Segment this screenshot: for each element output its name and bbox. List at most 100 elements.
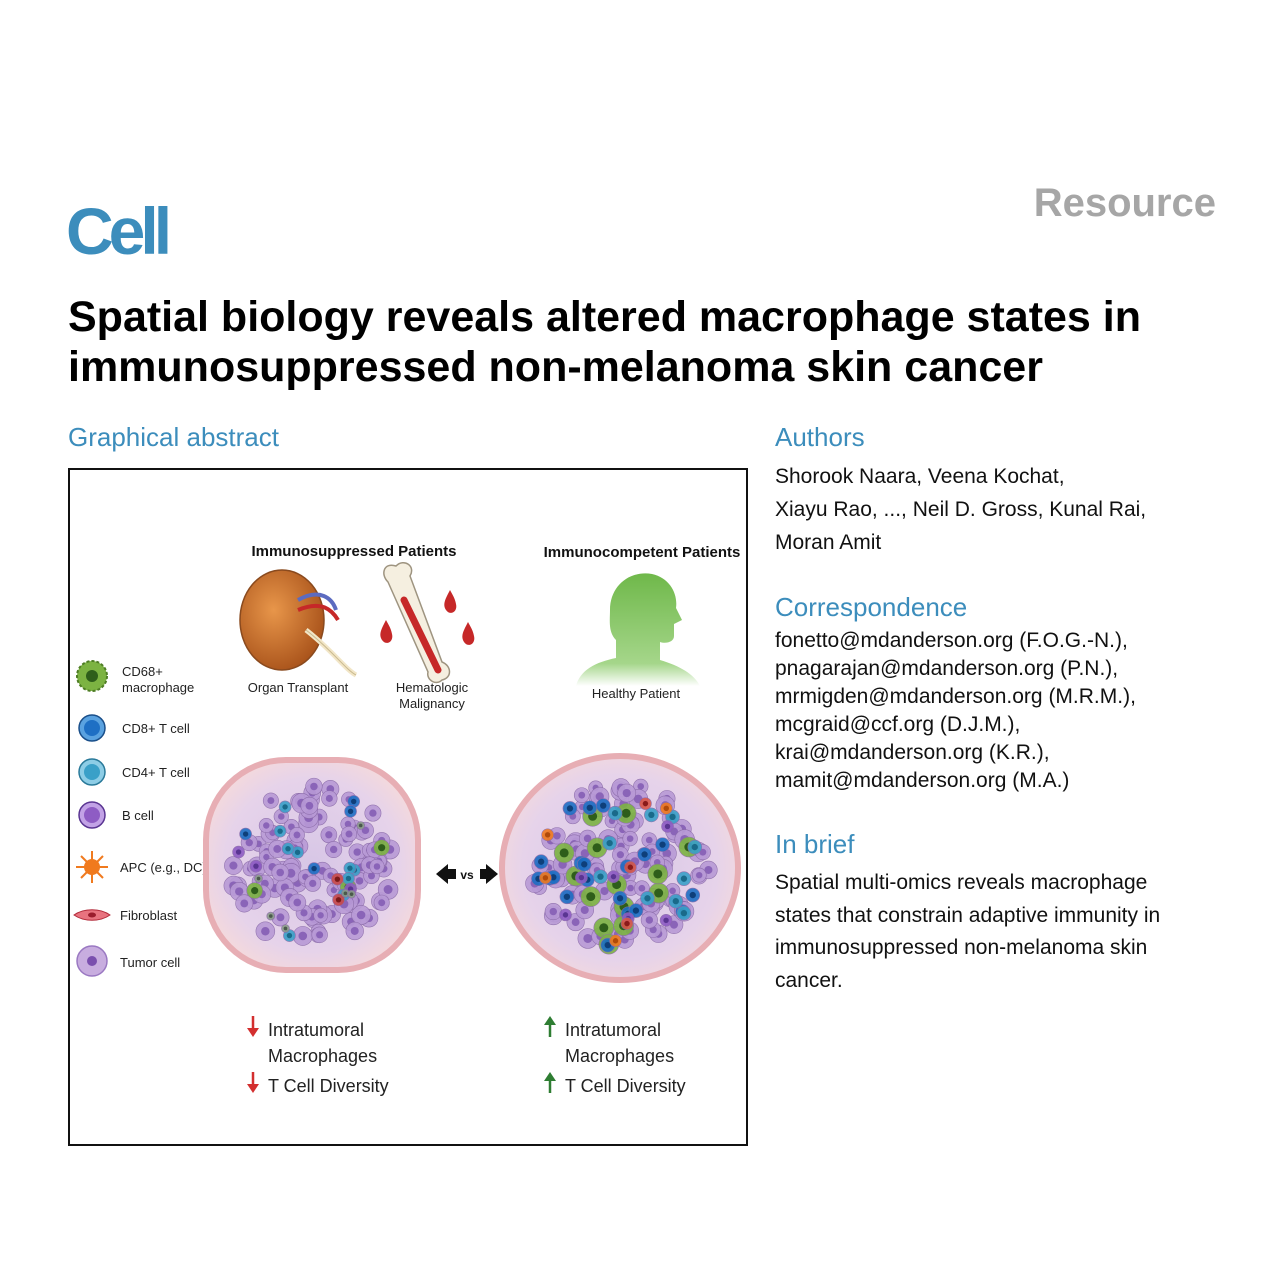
macrophage-cell bbox=[553, 842, 575, 864]
grey-cell bbox=[266, 911, 276, 921]
cd4-t-cell bbox=[676, 905, 692, 921]
versus-arrows bbox=[436, 864, 498, 884]
in-brief-heading: In brief bbox=[775, 829, 855, 859]
paper-title: Spatial biology reveals altered macropha… bbox=[68, 293, 1142, 391]
cd4-t-cell bbox=[278, 800, 292, 814]
macrophage-icon bbox=[76, 660, 108, 692]
tumor-cell bbox=[351, 905, 371, 925]
hematologic-label-1: Hematologic bbox=[396, 680, 469, 695]
cell-legend: CD68+ macrophage CD8+ T cell CD4+ T cell… bbox=[73, 660, 207, 977]
organ-transplant-label: Organ Transplant bbox=[248, 680, 349, 695]
cd8-t-cell bbox=[344, 805, 357, 818]
tumor-cell bbox=[369, 858, 385, 875]
down-arrow-icon bbox=[247, 1072, 259, 1093]
kidney-icon bbox=[239, 569, 358, 678]
cd8-t-cell bbox=[595, 798, 611, 813]
grey-cell bbox=[254, 874, 263, 883]
cd4-t-cell bbox=[602, 835, 617, 851]
cd8-t-cell bbox=[655, 837, 670, 852]
tumor-cell bbox=[320, 826, 338, 844]
cd4-t-cell bbox=[281, 842, 295, 856]
cd8-t-cell bbox=[239, 827, 252, 841]
tumor-cell bbox=[377, 879, 399, 900]
cd8-t-cell bbox=[347, 795, 360, 808]
authors-line: Xiayu Rao, ..., Neil D. Gross, Kunal Rai… bbox=[775, 498, 1147, 521]
right-outcome-macrophage-line2: Macrophages bbox=[565, 1046, 674, 1066]
correspondence-email[interactable]: mcgraid@ccf.org (D.J.M.), bbox=[775, 713, 1021, 736]
left-outcome-macrophage-line1: Intratumoral bbox=[268, 1020, 364, 1040]
cd8-t-cell bbox=[307, 862, 321, 875]
red-cell bbox=[620, 917, 634, 930]
tumor-cell bbox=[325, 840, 343, 858]
tumor-cell bbox=[262, 792, 279, 809]
article-type-label: Resource bbox=[1033, 181, 1216, 225]
cd4-t-cell bbox=[291, 846, 304, 859]
cd4-t-cell bbox=[593, 869, 608, 884]
tumor-cell bbox=[640, 911, 658, 929]
legend-apc-label: APC (e.g., DC) bbox=[120, 860, 207, 875]
cd8-t-cell bbox=[582, 800, 598, 816]
in-brief-line: immunosuppressed non-melanoma skin bbox=[775, 936, 1148, 959]
tumor-cell bbox=[544, 902, 562, 921]
apc-cell bbox=[659, 802, 673, 815]
cd4-t-cell bbox=[607, 805, 623, 821]
graphical-abstract-svg: Immunosuppressed Patients Immunocompeten… bbox=[73, 543, 741, 1096]
bone-marrow-icon bbox=[380, 562, 475, 684]
red-cell bbox=[332, 893, 345, 907]
correspondence-email[interactable]: krai@mdanderson.org (K.R.), bbox=[775, 741, 1050, 764]
grey-cell bbox=[281, 924, 290, 933]
cd8-t-cell bbox=[576, 857, 592, 872]
healthy-head-icon bbox=[576, 573, 700, 686]
cd8-t-cell bbox=[637, 847, 652, 862]
tumor-cell bbox=[304, 875, 322, 892]
tumor-cell-icon bbox=[76, 945, 108, 977]
cd4-t-cell-icon bbox=[78, 758, 106, 786]
correspondence-email[interactable]: mamit@mdanderson.org (M.A.) bbox=[775, 769, 1070, 792]
legend-cd4-label: CD4+ T cell bbox=[122, 765, 190, 780]
cd4-t-cell bbox=[676, 871, 692, 886]
in-brief-line: Spatial multi-omics reveals macrophage bbox=[775, 871, 1148, 894]
immunocompetent-tumor-section bbox=[499, 753, 741, 983]
graphical-abstract-heading: Graphical abstract bbox=[68, 422, 279, 452]
right-outcome-macrophage-line1: Intratumoral bbox=[565, 1020, 661, 1040]
correspondence-email[interactable]: mrmigden@mdanderson.org (M.R.M.), bbox=[775, 685, 1136, 708]
correspondence-email[interactable]: fonetto@mdanderson.org (F.O.G.-N.), bbox=[775, 629, 1128, 652]
tumor-cell bbox=[373, 894, 390, 911]
cd4-t-cell bbox=[342, 872, 355, 885]
authors-line: Shorook Naara, Veena Kochat, bbox=[775, 465, 1065, 488]
tumor-cell bbox=[691, 867, 707, 883]
macrophage-cell bbox=[580, 886, 602, 907]
apc-cell bbox=[541, 828, 554, 842]
correspondence-list: fonetto@mdanderson.org (F.O.G.-N.), pnag… bbox=[775, 627, 1235, 795]
b-cell bbox=[661, 820, 674, 833]
tumor-cell bbox=[305, 777, 323, 796]
tumor-cell bbox=[622, 830, 638, 847]
tumor-cell bbox=[364, 804, 382, 822]
macrophage-cell bbox=[373, 839, 390, 856]
correspondence-email[interactable]: pnagarajan@mdanderson.org (P.N.), bbox=[775, 657, 1119, 680]
cd8-t-cell bbox=[562, 801, 578, 816]
red-cell bbox=[331, 872, 344, 886]
b-cell bbox=[232, 845, 245, 859]
in-brief-line: states that constrain adaptive immunity … bbox=[775, 903, 1161, 927]
tumor-cell bbox=[235, 894, 254, 913]
tumor-cell bbox=[321, 790, 338, 807]
tumor-cell bbox=[348, 843, 366, 861]
tumor-cell bbox=[617, 783, 637, 803]
macrophage-cell bbox=[246, 882, 263, 899]
tumor-cell bbox=[313, 907, 329, 923]
tumor-cell bbox=[300, 796, 319, 815]
journal-logo: Cell bbox=[66, 194, 172, 268]
cd4-t-cell bbox=[273, 824, 287, 838]
cd4-t-cell bbox=[687, 839, 703, 855]
immunosuppressed-tumor-section bbox=[203, 757, 421, 973]
healthy-patient-label: Healthy Patient bbox=[592, 686, 681, 701]
red-cell bbox=[624, 860, 637, 874]
authors-heading: Authors bbox=[775, 422, 865, 452]
tumor-cell bbox=[271, 908, 290, 927]
vs-label: vs bbox=[460, 868, 474, 882]
graphical-abstract-figure: Immunosuppressed Patients Immunocompeten… bbox=[68, 468, 748, 1146]
up-arrow-icon bbox=[544, 1016, 556, 1037]
legend-macrophage-label-2: macrophage bbox=[122, 680, 194, 695]
cd4-t-cell bbox=[640, 891, 655, 906]
